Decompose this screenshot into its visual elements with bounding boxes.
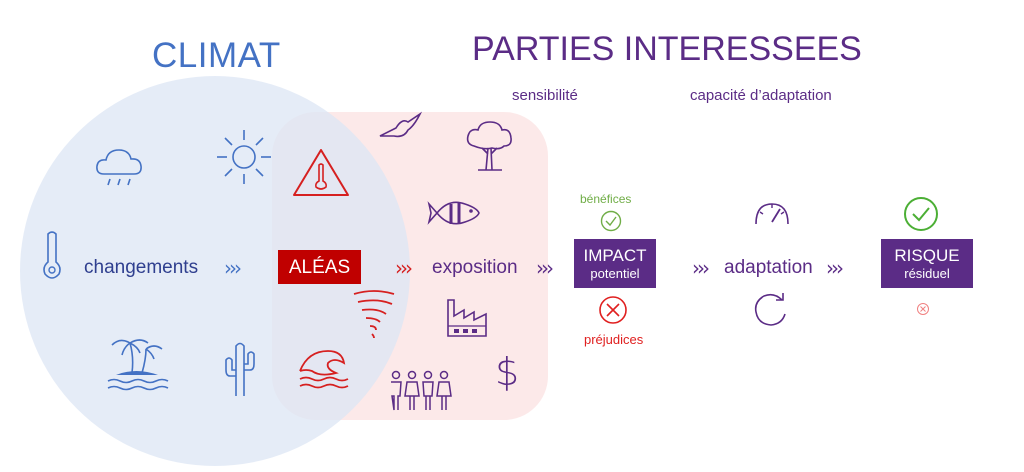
fish-icon [427, 201, 480, 225]
tornado-icon [353, 290, 395, 339]
thermometer-icon [43, 231, 61, 279]
island-icon [107, 339, 169, 391]
climat-title: CLIMAT [152, 36, 281, 75]
potentiel-label: potentiel [590, 265, 640, 281]
sun-icon [217, 130, 271, 184]
adaptation-label: adaptation [724, 257, 813, 278]
bird-icon [379, 111, 423, 138]
cycle-icon [754, 293, 786, 326]
prejudices-label: préjudices [584, 332, 644, 347]
changements-label: changements [84, 257, 199, 278]
risque-check-icon [904, 197, 938, 231]
risque-label: RISQUE [894, 245, 960, 265]
gauge-icon [755, 203, 789, 225]
chevrons-5: ››› [826, 256, 844, 280]
risque-cross-icon [917, 303, 929, 315]
impact-potentiel-box: IMPACT potentiel [574, 239, 656, 288]
chevrons-2: ››› [395, 256, 413, 280]
risque-residuel-box: RISQUE résiduel [881, 239, 973, 288]
chevrons-4: ››› [692, 256, 710, 280]
impact-label: IMPACT [583, 245, 647, 265]
aleas-box: ALÉAS [278, 250, 361, 284]
residuel-label: résiduel [904, 265, 950, 281]
benefices-label: bénéfices [580, 192, 632, 206]
wave-icon [299, 350, 349, 389]
factory-icon [447, 299, 487, 337]
check-circle-icon [600, 210, 622, 232]
aleas-label: ALÉAS [288, 256, 351, 278]
parties-interessees-title: PARTIES INTERESSEES [472, 30, 862, 68]
heat-warning-icon [293, 149, 349, 196]
exposition-label: exposition [432, 257, 518, 278]
dollar-icon: $ [495, 350, 520, 394]
rain-cloud-icon [96, 149, 142, 186]
cactus-icon [225, 342, 255, 396]
cross-circle-icon [599, 296, 627, 324]
chevrons-1: ››› [224, 256, 242, 280]
chevrons-3: ››› [536, 256, 554, 280]
capacite-adaptation-label: capacité d’adaptation [690, 87, 832, 104]
sensibilite-label: sensibilité [512, 87, 578, 104]
people-icon [391, 370, 452, 411]
tree-icon [466, 121, 512, 171]
